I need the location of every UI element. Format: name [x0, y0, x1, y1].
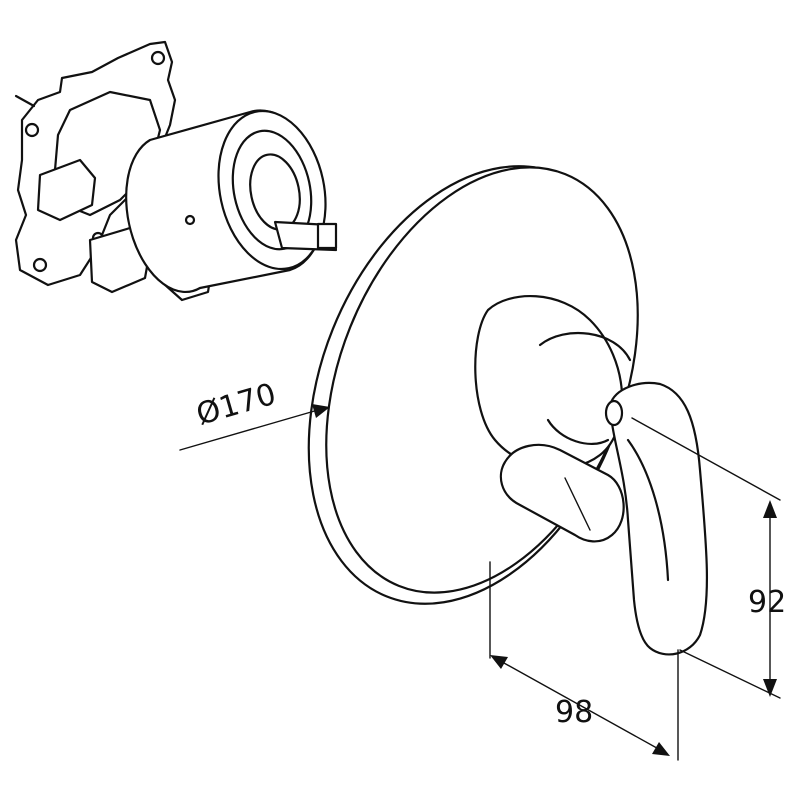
dimension-depth: 98	[489, 561, 679, 761]
dimension-height: 92	[631, 417, 786, 699]
diameter-arrowhead	[312, 404, 330, 418]
boss-edge	[546, 418, 610, 445]
height-label: 92	[748, 585, 786, 620]
height-ext-bottom	[679, 649, 781, 699]
lever-hub	[604, 399, 624, 427]
diverter-knob	[499, 443, 625, 543]
mount-hole	[24, 122, 40, 138]
mount-hole	[150, 50, 166, 66]
height-arrow-top	[763, 500, 777, 518]
boss-highlight	[538, 331, 632, 362]
screw	[184, 214, 196, 226]
lever-handle	[608, 381, 708, 656]
dimension-diameter: Ø170	[179, 377, 330, 451]
diameter-leader	[179, 409, 319, 451]
height-arrow-bottom	[763, 679, 777, 697]
depth-arrow-left	[490, 655, 508, 669]
depth-arrow-right	[652, 742, 670, 756]
lever-edge	[626, 438, 670, 582]
handle-boss	[474, 295, 624, 470]
pin	[14, 94, 36, 108]
depth-label: 98	[555, 695, 593, 730]
rough-in-valve-body	[14, 40, 338, 302]
inlet-connector	[36, 158, 97, 222]
height-ext-top	[631, 417, 781, 501]
depth-dim-line	[494, 657, 665, 753]
trim-set	[307, 165, 708, 656]
spindle-tip	[316, 222, 338, 250]
mount-hole	[32, 257, 48, 273]
knob-seam	[564, 477, 591, 531]
